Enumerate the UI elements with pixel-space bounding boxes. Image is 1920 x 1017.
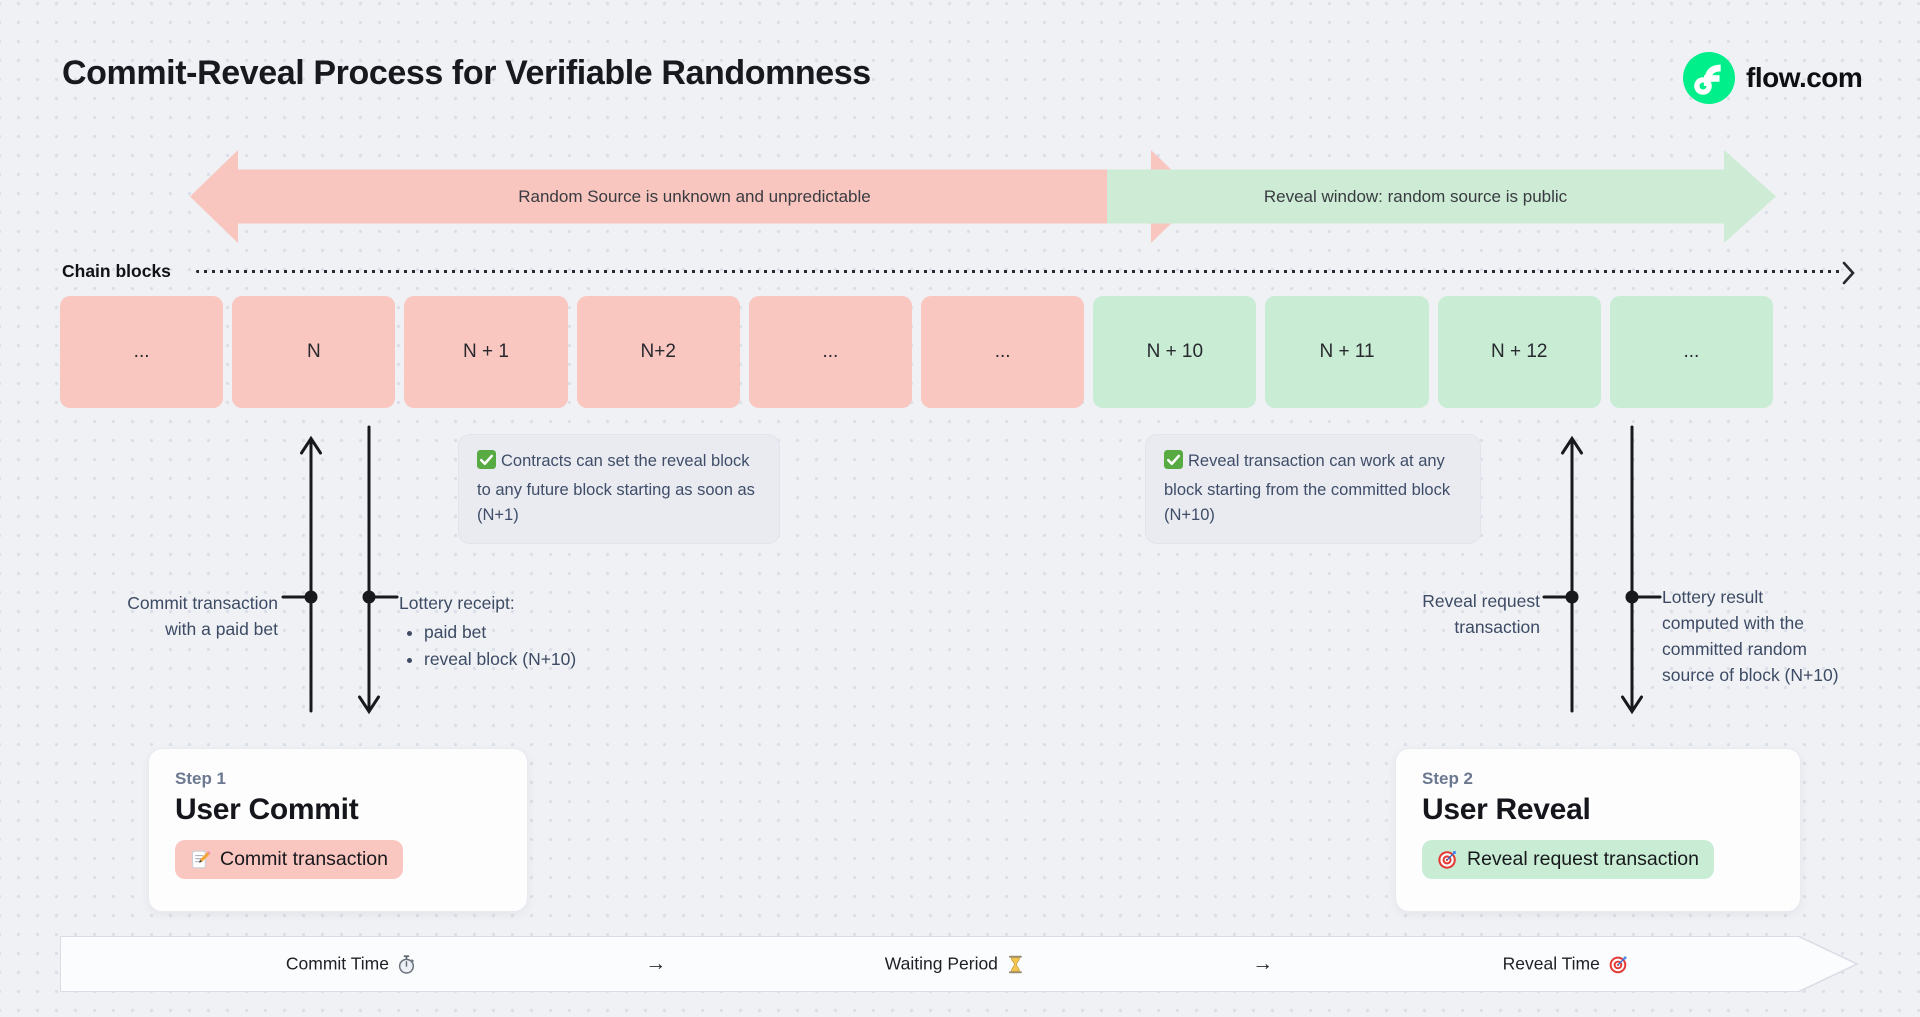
lottery-result-line: Lottery result — [1662, 587, 1764, 607]
timeline-commit-time: Commit Time — [286, 954, 417, 975]
timeline-waiting-period-label: Waiting Period — [884, 953, 998, 974]
flow-logo-icon — [1683, 52, 1735, 104]
block-label: ... — [1683, 341, 1700, 362]
lottery-result-line: computed with the — [1662, 613, 1805, 633]
step2-kicker: Step 2 — [1422, 769, 1474, 788]
commit-transaction-label: Commit transaction with a paid bet — [66, 590, 278, 642]
block-label: ... — [822, 341, 839, 362]
receipt-down-arrow — [358, 425, 399, 715]
timeline-reveal-time: Reveal Time — [1503, 954, 1628, 975]
note-reveal-window: Reveal transaction can work at any block… — [1145, 434, 1481, 545]
lottery-receipt-list: paid bet reveal block (N+10) — [409, 619, 576, 672]
block-label: N + 11 — [1319, 341, 1375, 362]
phase-arrow-reveal-window: Reveal window: random source is public — [1107, 150, 1776, 243]
step2-title: User Reveal — [1422, 793, 1591, 826]
reveal-request-label-line2: transaction — [1454, 617, 1540, 637]
chain-block: ... — [748, 296, 913, 408]
step1-kicker: Step 1 — [175, 769, 227, 788]
chain-block: N + 10 — [1093, 296, 1257, 408]
block-label: N+2 — [640, 341, 676, 362]
timeline-waiting-period: Waiting Period — [885, 954, 1025, 975]
stopwatch-icon — [397, 954, 417, 974]
note-commit-window-text: Contracts can set the reveal block to an… — [477, 452, 755, 525]
reveal-request-label-line1: Reveal request — [1422, 591, 1540, 611]
block-label: ... — [994, 341, 1011, 362]
commit-up-arrow — [281, 435, 322, 713]
note-reveal-window-text: Reveal transaction can work at any block… — [1164, 452, 1451, 525]
timeline-commit-time-label: Commit Time — [285, 953, 389, 974]
commit-transaction-pill-label: Commit transaction — [220, 848, 388, 870]
reveal-request-label: Reveal request transaction — [1318, 588, 1540, 640]
brand[interactable]: flow.com — [1683, 52, 1863, 104]
block-label: N + 1 — [463, 341, 509, 362]
step1-title: User Commit — [175, 793, 359, 826]
commit-flow-arrows — [281, 425, 399, 715]
chain-dotted-line-arrowhead-icon — [1842, 261, 1856, 285]
reveal-flow-arrows — [1542, 425, 1662, 715]
hourglass-icon — [1006, 954, 1025, 974]
chain-block: N — [232, 296, 396, 408]
check-icon — [477, 450, 496, 478]
timeline-arrow: → — [1252, 952, 1274, 975]
reveal-up-arrow — [1542, 435, 1583, 713]
chain-block: N+2 — [576, 296, 740, 408]
reveal-request-pill-label: Reveal request transaction — [1467, 848, 1699, 870]
lottery-result-label: Lottery result computed with the committ… — [1662, 584, 1887, 688]
page-title: Commit-Reveal Process for Verifiable Ran… — [62, 54, 871, 92]
commit-transaction-label-line2: with a paid bet — [165, 619, 278, 639]
phase-arrow-unpredictable: Random Source is unknown and unpredictab… — [190, 150, 1199, 243]
lottery-result-line: source of block (N+10) — [1662, 665, 1839, 685]
step2-card: Step 2 User Reveal Reveal request transa… — [1395, 748, 1801, 912]
timeline-end-chevron-icon — [1798, 935, 1862, 993]
phase-arrow-reveal-window-label: Reveal window: random source is public — [1263, 186, 1568, 206]
chain-dotted-line — [196, 270, 1841, 273]
chain-blocks-label: Chain blocks — [62, 261, 171, 281]
lottery-receipt-item: paid bet — [424, 619, 576, 645]
chain-block: ... — [1609, 296, 1774, 408]
target-icon — [1437, 849, 1458, 870]
result-down-arrow — [1621, 425, 1662, 715]
block-label: ... — [133, 341, 150, 362]
note-commit-window: Contracts can set the reveal block to an… — [458, 434, 780, 545]
chain-block: N + 12 — [1437, 296, 1601, 408]
lottery-receipt-item: reveal block (N+10) — [424, 646, 576, 672]
timeline-arrow: → — [645, 952, 667, 975]
block-label: N + 12 — [1490, 341, 1548, 362]
timeline-bar: Commit Time → Waiting Period → Reveal Ti… — [60, 936, 1800, 992]
block-label: N + 10 — [1146, 341, 1204, 362]
chain-block: N + 11 — [1265, 296, 1429, 408]
chain-blocks-row: ... N N + 1 N+2 ... ... N + 10 N + 11 N … — [60, 296, 1774, 408]
step1-card: Step 1 User Commit Commit transaction — [148, 748, 528, 912]
block-label: N — [306, 341, 321, 362]
target-icon — [1608, 954, 1628, 974]
brand-name: flow.com — [1746, 62, 1863, 93]
memo-icon — [190, 849, 211, 870]
check-icon — [1164, 450, 1183, 478]
chain-block: N + 1 — [404, 296, 568, 408]
timeline-reveal-time-label: Reveal Time — [1502, 953, 1600, 974]
lottery-receipt-title: Lottery receipt: — [399, 593, 515, 613]
phase-arrow-unpredictable-label: Random Source is unknown and unpredictab… — [518, 186, 871, 206]
chain-block: ... — [921, 296, 1085, 408]
commit-transaction-label-line1: Commit transaction — [127, 593, 278, 613]
reveal-request-pill: Reveal request transaction — [1422, 840, 1714, 879]
chain-block: ... — [60, 296, 224, 408]
commit-transaction-pill: Commit transaction — [175, 840, 403, 879]
lottery-receipt-label: Lottery receipt: paid bet reveal block (… — [399, 590, 576, 673]
lottery-result-line: committed random — [1662, 639, 1807, 659]
